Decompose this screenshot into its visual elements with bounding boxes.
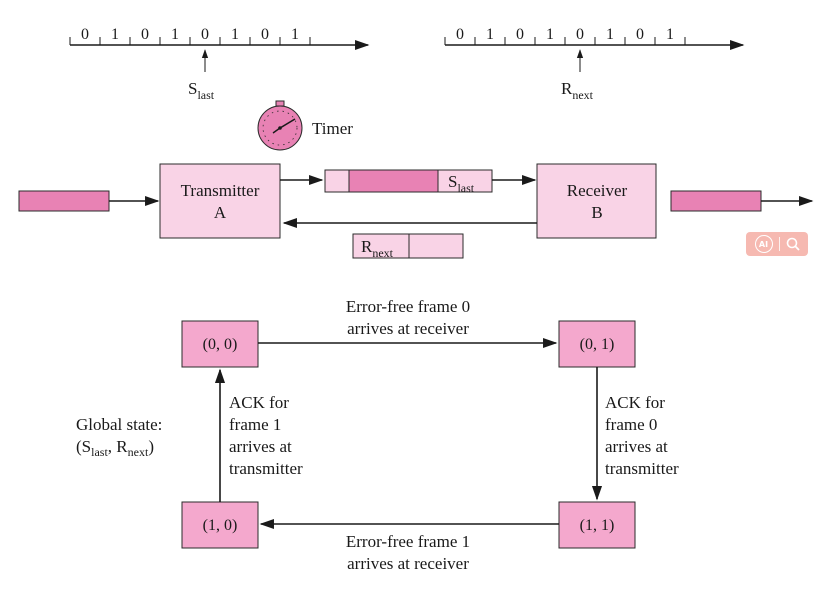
incoming-frame	[18, 190, 110, 212]
left-transition-line3: arrives at	[229, 437, 292, 456]
search-icon[interactable]	[786, 237, 800, 251]
right-transition-line1: ACK for	[605, 393, 665, 412]
transmitter-id: A	[214, 203, 227, 222]
receiver-seq-bit: 1	[606, 26, 614, 43]
receiver-box	[536, 163, 657, 239]
sender-seq-bit: 0	[81, 26, 89, 43]
receiver-seq-bit: 0	[636, 26, 644, 43]
timer-icon	[257, 100, 303, 151]
receiver-seq-bit: 0	[456, 26, 464, 43]
sender-seq-bit: 1	[231, 26, 239, 43]
right-transition-line3: arrives at	[605, 437, 668, 456]
bottom-transition-line1: Error-free frame 1	[346, 532, 470, 551]
receiver-id: B	[591, 203, 602, 222]
sender-sequence-line: 0 1 0 1 0 1 0 1 Slast	[69, 26, 370, 102]
ack-frame: Rnext	[352, 233, 464, 260]
bottom-transition-line2: arrives at receiver	[347, 554, 469, 573]
right-transition-line4: transmitter	[605, 459, 679, 478]
ai-search-badge[interactable]: AI	[746, 232, 808, 256]
badge-divider	[778, 237, 780, 251]
state-0-0-label: (0, 0)	[203, 336, 238, 353]
state-1-1-label: (1, 1)	[580, 517, 615, 534]
ack-r-next-label: Rnext	[361, 237, 394, 260]
sender-seq-bit: 0	[141, 26, 149, 43]
s-last-label: Slast	[188, 79, 215, 102]
sender-seq-bit: 0	[201, 26, 209, 43]
left-transition-line1: ACK for	[229, 393, 289, 412]
receiver-label: Receiver	[567, 181, 628, 200]
sender-seq-bit: 0	[261, 26, 269, 43]
right-transition-line2: frame 0	[605, 415, 657, 434]
receiver-seq-bit: 1	[666, 26, 674, 43]
sender-seq-bit: 1	[171, 26, 179, 43]
sender-seq-bit: 1	[111, 26, 119, 43]
top-transition-line2: arrives at receiver	[347, 319, 469, 338]
state-1-0	[181, 501, 259, 549]
receiver-sequence-line: 0 1 0 1 0 1 0 1 Rnext	[444, 26, 745, 102]
receiver-seq-bit: 0	[576, 26, 584, 43]
frame-s-last-label: Slast	[448, 172, 475, 195]
transmitter-box	[159, 163, 281, 239]
receiver-seq-bit: 1	[546, 26, 554, 43]
receiver-seq-bit: 0	[516, 26, 524, 43]
state-0-1	[558, 320, 636, 368]
r-next-label: Rnext	[561, 79, 594, 102]
state-0-0	[181, 320, 259, 368]
sender-seq-bit: 1	[291, 26, 299, 43]
state-1-0-label: (1, 0)	[203, 517, 238, 534]
transmitter-label: Transmitter	[181, 181, 260, 200]
global-state-formula: (Slast, Rnext)	[76, 437, 154, 459]
data-frame: Slast	[324, 169, 493, 195]
timer-label: Timer	[312, 119, 353, 138]
global-state-title: Global state:	[76, 415, 162, 434]
state-1-1	[558, 501, 636, 549]
state-0-1-label: (0, 1)	[580, 336, 615, 353]
ai-icon[interactable]: AI	[754, 235, 773, 253]
outgoing-frame	[670, 190, 762, 212]
left-transition-line2: frame 1	[229, 415, 281, 434]
receiver-seq-bit: 1	[486, 26, 494, 43]
top-transition-line1: Error-free frame 0	[346, 297, 470, 316]
left-transition-line4: transmitter	[229, 459, 303, 478]
